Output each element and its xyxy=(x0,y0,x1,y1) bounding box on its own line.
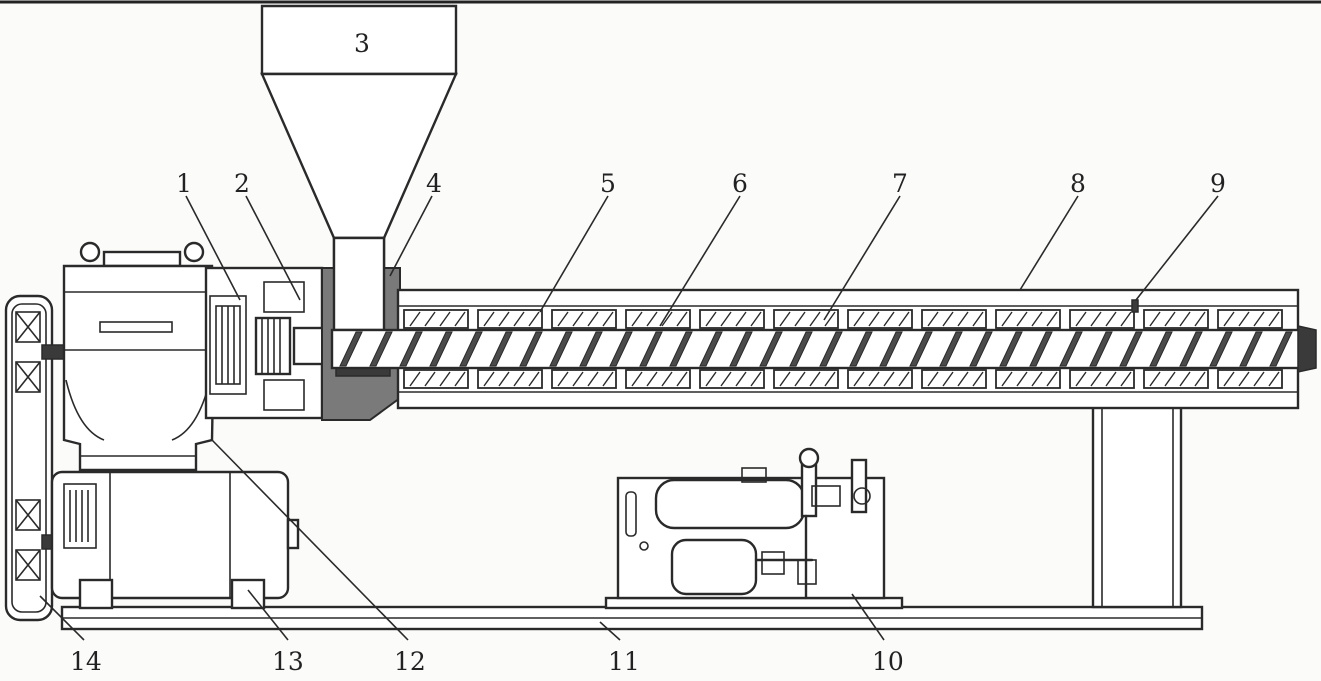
leader-lines xyxy=(39,195,1219,641)
coupling-assembly xyxy=(204,266,332,420)
heater-band xyxy=(921,369,987,389)
thermocouple xyxy=(1131,299,1139,313)
screw-flight xyxy=(549,331,573,367)
label-3: 3 xyxy=(354,29,370,58)
screw-flight xyxy=(969,331,993,367)
heater-band xyxy=(847,369,913,389)
screw-flight xyxy=(339,331,363,367)
heater-band xyxy=(551,369,617,389)
heater-band xyxy=(1143,369,1209,389)
screw-flight xyxy=(939,331,963,367)
heater-band xyxy=(477,369,543,389)
screw-flight xyxy=(1119,331,1143,367)
heater-band xyxy=(403,309,469,329)
heater-band xyxy=(403,369,469,389)
screw-flight xyxy=(1179,331,1203,367)
screw-flight xyxy=(909,331,933,367)
label-11: 11 xyxy=(608,647,640,676)
label-10: 10 xyxy=(872,647,904,676)
screw-flight xyxy=(729,331,753,367)
screw-flight xyxy=(1089,331,1113,367)
screw-flight xyxy=(1029,331,1053,367)
screw-flight xyxy=(459,331,483,367)
heater-band xyxy=(773,369,839,389)
label-7: 7 xyxy=(892,169,908,198)
label-1: 1 xyxy=(176,169,192,198)
heater-band xyxy=(1217,369,1283,389)
screw-flight xyxy=(759,331,783,367)
heater-band xyxy=(625,369,691,389)
gearbox xyxy=(62,241,216,472)
heater-band xyxy=(1069,369,1135,389)
heater-band xyxy=(625,309,691,329)
screw-flight xyxy=(1149,331,1173,367)
heater-band xyxy=(847,309,913,329)
heater-band xyxy=(1069,309,1135,329)
label-13: 13 xyxy=(272,647,304,676)
label-5: 5 xyxy=(600,169,616,198)
screw-flight xyxy=(489,331,513,367)
screw-flight xyxy=(369,331,393,367)
screw-flight xyxy=(849,331,873,367)
belt-drive xyxy=(4,294,65,622)
label-4: 4 xyxy=(426,169,442,198)
heater-band xyxy=(995,369,1061,389)
screw xyxy=(330,325,1317,373)
label-8: 8 xyxy=(1070,169,1086,198)
heater-band xyxy=(773,309,839,329)
label-9: 9 xyxy=(1210,169,1226,198)
heater-band xyxy=(1143,309,1209,329)
heater-bands xyxy=(403,309,1283,389)
screw-flight xyxy=(639,331,663,367)
heater-band xyxy=(995,309,1061,329)
screw-flight xyxy=(609,331,633,367)
part-labels: 3 1 2 4 5 6 7 8 9 10 11 12 13 14 xyxy=(70,29,1226,676)
screw-flight xyxy=(399,331,423,367)
motor xyxy=(50,470,300,610)
screw-flight xyxy=(579,331,603,367)
screw-flight xyxy=(1209,331,1233,367)
label-2: 2 xyxy=(234,169,250,198)
barrel-support xyxy=(1091,376,1183,609)
heater-band xyxy=(1217,309,1283,329)
screw-flight xyxy=(1269,331,1293,367)
screw-flight xyxy=(519,331,543,367)
heater-band xyxy=(699,369,765,389)
screw-flight xyxy=(819,331,843,367)
heater-band xyxy=(699,309,765,329)
heater-band xyxy=(477,309,543,329)
screw-flight xyxy=(789,331,813,367)
auxiliary-unit xyxy=(604,447,904,610)
screw-flight xyxy=(879,331,903,367)
label-6: 6 xyxy=(732,169,748,198)
screw-flight xyxy=(999,331,1023,367)
heater-band xyxy=(551,309,617,329)
screw-flight xyxy=(1239,331,1263,367)
base-frame xyxy=(60,605,1204,631)
label-14: 14 xyxy=(70,647,102,676)
heater-band xyxy=(921,309,987,329)
screw-flight xyxy=(669,331,693,367)
label-12: 12 xyxy=(394,647,426,676)
screw-flight xyxy=(699,331,723,367)
screw-flight xyxy=(429,331,453,367)
screw-flight xyxy=(1059,331,1083,367)
